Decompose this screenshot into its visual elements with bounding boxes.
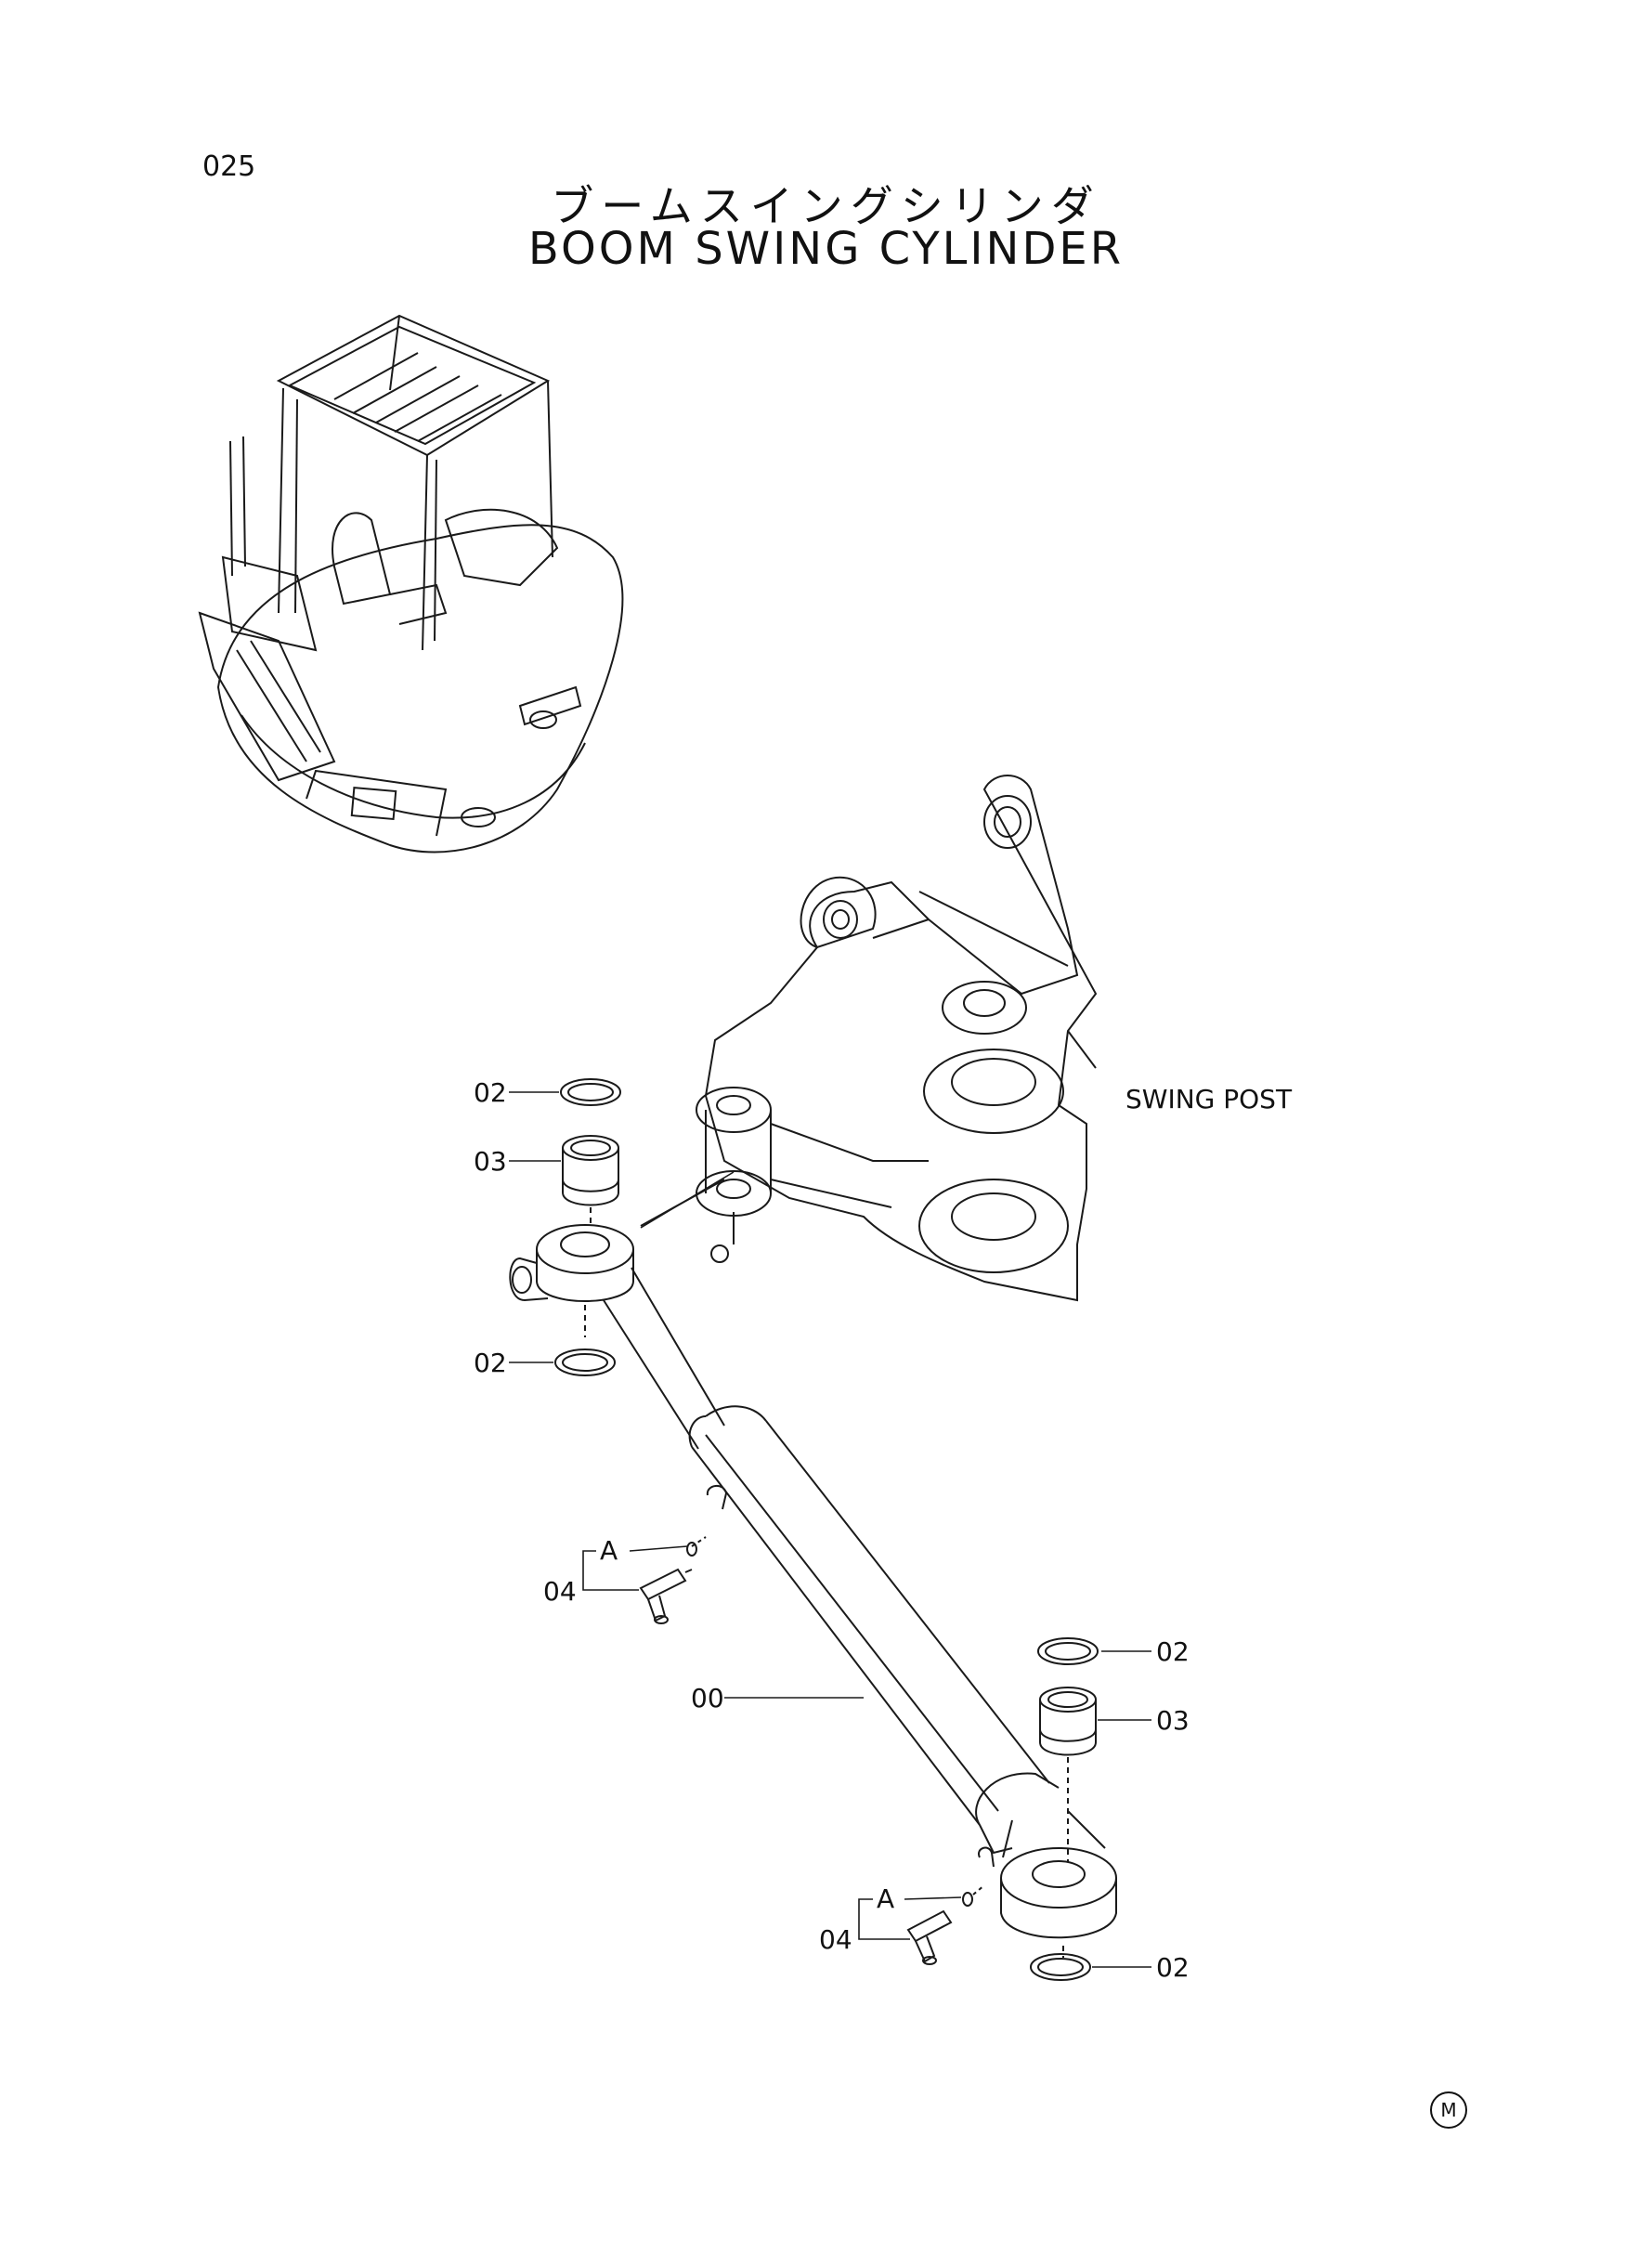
callout-cylinder: 00 [691, 1683, 724, 1713]
model-mark: M [1430, 2091, 1467, 2129]
excavator-overview [200, 316, 622, 853]
excavator-body [218, 525, 622, 852]
callout-lower-grease: 04 [819, 1924, 852, 1955]
title-japanese: ブームスイングシリンダ [551, 181, 1101, 231]
operator-seat [332, 513, 390, 604]
lower-top-seal-02 [1038, 1638, 1098, 1664]
callout-upper-grease: 04 [543, 1576, 577, 1607]
swing-post [696, 775, 1096, 1300]
lower-bushing-03 [1040, 1687, 1096, 1755]
callout-lower-top-seal: 02 [1156, 1636, 1190, 1667]
upper-seal-02 [561, 1079, 620, 1105]
callout-upper-bushing: 03 [474, 1146, 507, 1177]
swing-post-label: SWING POST [1125, 1084, 1293, 1114]
callout-lower-bottom-seal: 02 [1156, 1952, 1190, 1983]
callout-upper-detail-a: A [600, 1535, 618, 1566]
callout-lower-detail-a: A [877, 1883, 895, 1914]
callout-upper-lower-seal: 02 [474, 1348, 507, 1378]
page-number: 025 [202, 150, 256, 183]
lower-bottom-seal-02 [1031, 1954, 1090, 1980]
boom-swing-cylinder [604, 1268, 1059, 1867]
cylinder-lower-eye [1001, 1811, 1116, 1937]
upper-grease-fitting-04 [641, 1537, 706, 1623]
leader-lines [509, 1092, 1151, 1967]
upper-lower-seal-02 [555, 1349, 615, 1375]
callout-upper-seal: 02 [474, 1077, 507, 1108]
callout-lower-bushing: 03 [1156, 1705, 1190, 1736]
cylinder-upper-eye [510, 1225, 633, 1301]
title-english: BOOM SWING CYLINDER [527, 223, 1125, 275]
upper-bushing-03 [563, 1136, 618, 1205]
canopy-roof [279, 316, 548, 455]
lower-grease-fitting-04 [908, 1885, 984, 1964]
